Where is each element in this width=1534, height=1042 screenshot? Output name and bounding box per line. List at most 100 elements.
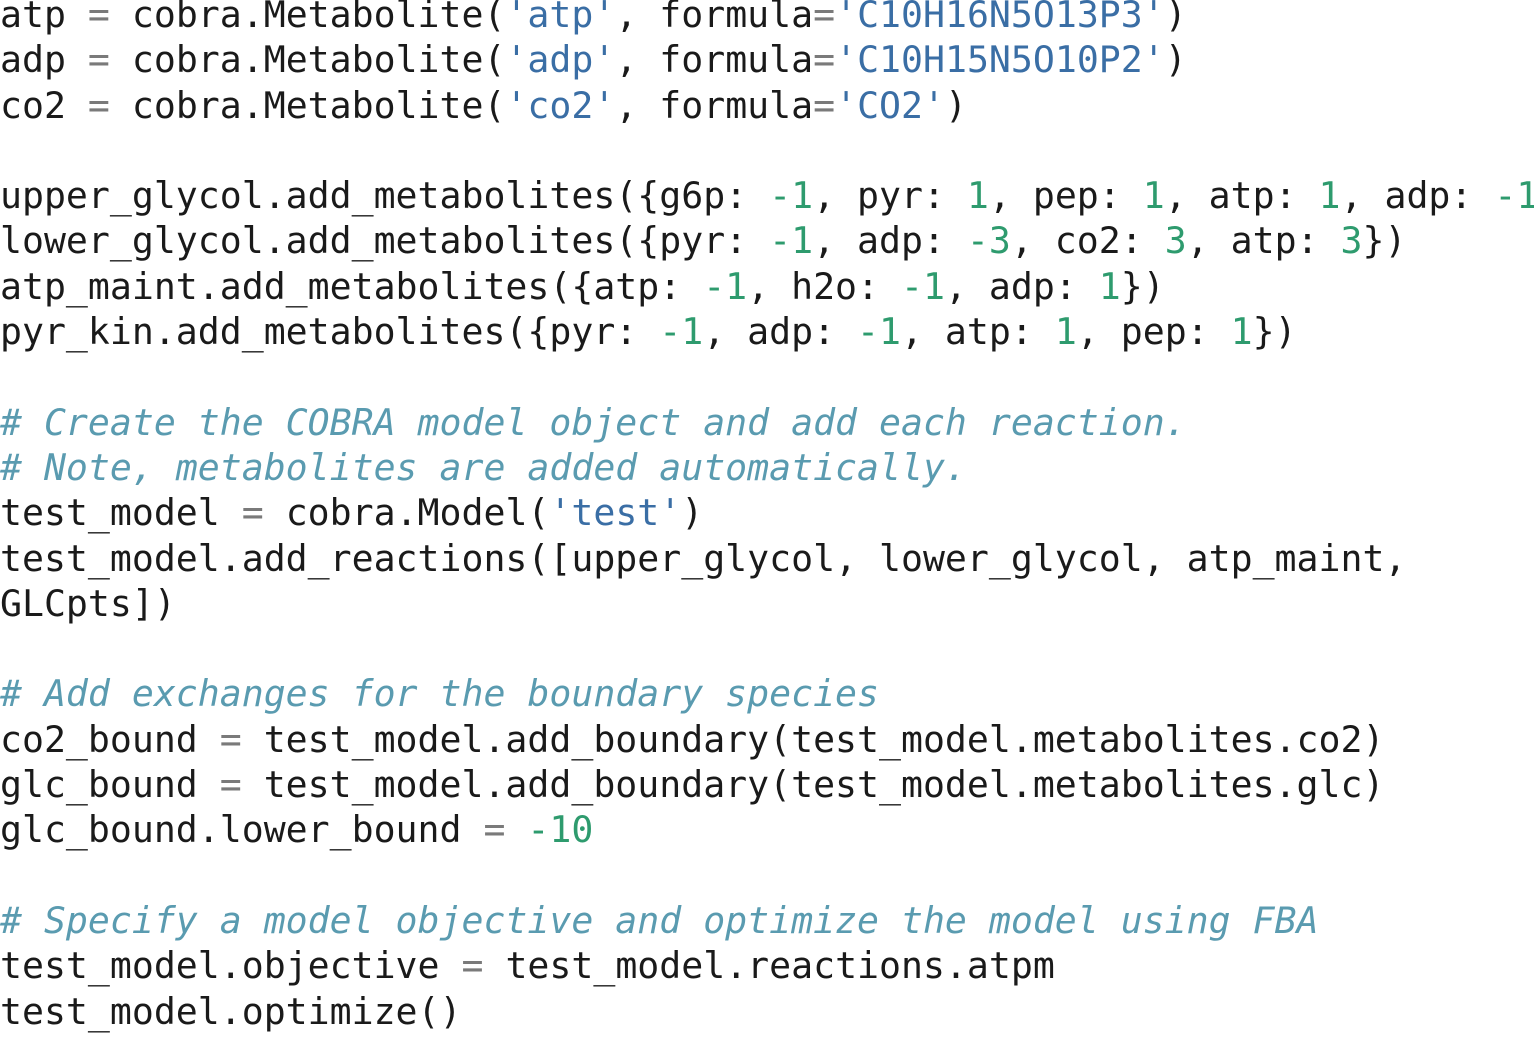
operator: =	[461, 944, 484, 988]
code-text: test_model.add_boundary(test_model.metab…	[241, 717, 1385, 761]
code-line: glc_bound = test_model.add_boundary(test…	[0, 762, 1534, 807]
code-text: cobra.Metabolite(	[109, 83, 506, 127]
code-line: ​	[0, 853, 1534, 898]
code-line: adp = cobra.Metabolite('adp', formula='C…	[0, 37, 1534, 82]
number-literal: -1	[857, 310, 901, 354]
code-text: })	[1120, 264, 1165, 308]
code-text: co2	[0, 83, 88, 127]
code-line: test_model.add_reactions([upper_glycol, …	[0, 536, 1534, 581]
operator: =	[219, 717, 242, 761]
code-text: glc_bound.lower_bound	[0, 808, 484, 852]
code-text: , atp:	[1164, 174, 1319, 218]
number-literal: 3	[1340, 219, 1363, 263]
code-text: cobra.Metabolite(	[109, 38, 506, 82]
string-literal: 'test'	[549, 491, 682, 535]
code-text: , pep:	[1076, 310, 1231, 354]
code-text: )	[944, 83, 967, 127]
number-literal: 3	[1164, 219, 1187, 263]
code-text: )	[1164, 0, 1187, 36]
code-text: , h2o:	[747, 264, 901, 308]
code-line: # Add exchanges for the boundary species	[0, 671, 1534, 716]
code-line: # Create the COBRA model object and add …	[0, 400, 1534, 445]
code-text: , atp:	[900, 310, 1055, 354]
code-text: test_model.reactions.atpm	[483, 944, 1055, 988]
operator: =	[219, 763, 242, 807]
code-comment: # Create the COBRA model object and add …	[0, 400, 1187, 444]
number-literal: -3	[966, 219, 1011, 263]
number-literal: -1	[703, 264, 748, 308]
code-text: pyr_kin.add_metabolites({pyr:	[0, 310, 660, 354]
code-text: , adp:	[703, 310, 858, 354]
operator: =	[813, 83, 836, 127]
code-line: glc_bound.lower_bound = -10	[0, 807, 1534, 852]
code-line: # Specify a model objective and optimize…	[0, 898, 1534, 943]
string-literal: 'adp'	[505, 38, 616, 82]
code-text: glc_bound	[0, 763, 220, 807]
code-comment: # Specify a model objective and optimize…	[0, 898, 1319, 942]
code-line: ​	[0, 128, 1534, 173]
code-text: , atp:	[1186, 219, 1341, 263]
code-line: atp_maint.add_metabolites({atp: -1, h2o:…	[0, 264, 1534, 309]
operator: =	[87, 38, 110, 82]
code-text	[505, 808, 527, 851]
operator: =	[483, 808, 506, 852]
string-literal: 'co2'	[505, 83, 616, 127]
code-line: test_model = cobra.Model('test')	[0, 490, 1534, 535]
string-literal: 'C10H16N5O13P3'	[835, 0, 1165, 36]
code-text: test_model.objective	[0, 944, 462, 988]
code-line: test_model.optimize()	[0, 989, 1534, 1034]
number-literal: 1	[1054, 310, 1077, 354]
code-text: test_model.optimize()	[0, 989, 462, 1033]
string-literal: 'C10H15N5O10P2'	[835, 38, 1165, 82]
code-text: cobra.Model(	[263, 491, 550, 535]
code-comment: # Note, metabolites are added automatica…	[0, 445, 967, 489]
number-literal: 1	[1142, 174, 1165, 218]
code-text: , formula	[615, 38, 814, 82]
number-literal: 1	[1230, 310, 1253, 354]
number-literal: -1	[900, 264, 945, 308]
code-line: upper_glycol.add_metabolites({g6p: -1, p…	[0, 173, 1534, 218]
code-line: co2 = cobra.Metabolite('co2', formula='C…	[0, 83, 1534, 128]
number-literal: 1	[966, 174, 989, 218]
code-text: co2_bound	[0, 717, 220, 761]
code-line: atp = cobra.Metabolite('atp', formula='C…	[0, 0, 1534, 37]
code-text: , pep:	[988, 174, 1143, 218]
code-text: test_model.add_boundary(test_model.metab…	[241, 763, 1385, 807]
operator: =	[87, 0, 110, 36]
operator: =	[813, 0, 836, 36]
code-text: , pyr:	[813, 174, 967, 218]
code-text: GLCpts])	[0, 581, 176, 625]
code-text: , formula	[615, 83, 814, 127]
code-text: })	[1252, 310, 1297, 354]
operator: =	[813, 38, 836, 82]
number-literal: 1	[1318, 174, 1341, 218]
code-text: , formula	[615, 0, 814, 36]
operator: =	[241, 491, 264, 535]
code-text: )	[681, 491, 704, 535]
number-literal: -1	[769, 174, 814, 218]
code-text: adp	[0, 38, 88, 82]
code-comment: # Add exchanges for the boundary species	[0, 672, 879, 716]
code-line: ​	[0, 626, 1534, 671]
number-literal: -1	[659, 310, 704, 354]
code-text: cobra.Metabolite(	[109, 0, 506, 36]
code-text: atp_maint.add_metabolites({atp:	[0, 264, 704, 308]
code-line: GLCpts])	[0, 581, 1534, 626]
code-line: pyr_kin.add_metabolites({pyr: -1, adp: -…	[0, 309, 1534, 354]
number-literal: -10	[527, 808, 594, 852]
code-text: , adp:	[944, 264, 1099, 308]
code-text: test_model.add_reactions([upper_glycol, …	[0, 536, 1407, 580]
string-literal: 'CO2'	[835, 83, 945, 127]
code-line: ​	[0, 354, 1534, 399]
code-text: })	[1362, 219, 1407, 263]
code-text: )	[1164, 38, 1187, 82]
number-literal: 1	[1098, 264, 1121, 308]
code-text: test_model	[0, 491, 242, 535]
number-literal: -1	[769, 219, 814, 263]
code-text: , co2:	[1010, 219, 1165, 263]
code-line: test_model.objective = test_model.reacti…	[0, 943, 1534, 988]
code-text: , adp:	[1340, 174, 1495, 218]
code-text: atp	[0, 0, 88, 36]
code-text: , adp:	[813, 219, 967, 263]
